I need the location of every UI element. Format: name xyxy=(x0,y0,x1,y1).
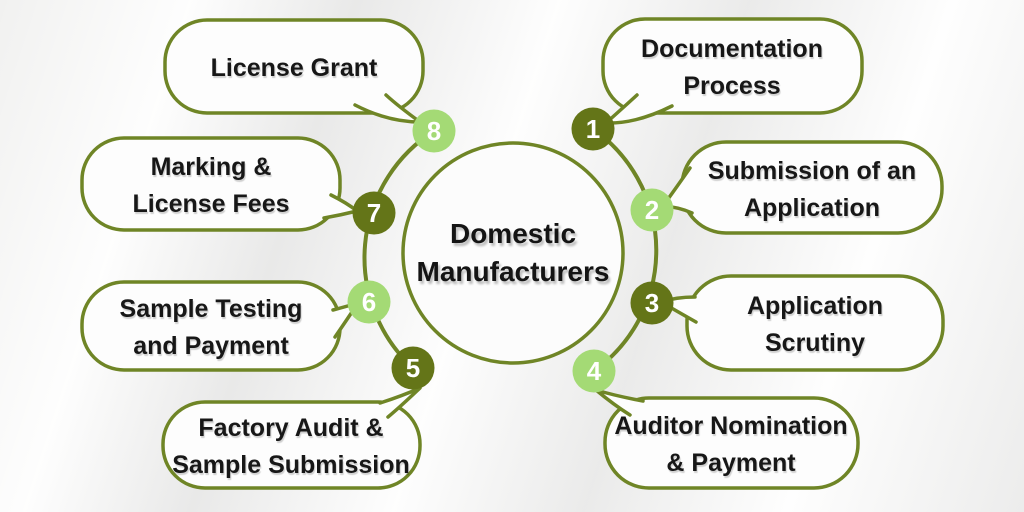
step-number-badges: 1 2 3 4 5 6 7 8 xyxy=(347,107,674,393)
step-8-label-line1: License Grant xyxy=(211,54,378,82)
center-title-line1: Domestic xyxy=(450,218,576,249)
step-5-number: 5 xyxy=(406,353,420,383)
step-2-label-line2: Application xyxy=(744,194,880,222)
step-3-number-circle xyxy=(630,281,674,325)
step-8: License Grant xyxy=(163,18,425,124)
step-7-label-line2: License Fees xyxy=(132,190,289,218)
step-3-number: 3 xyxy=(645,288,659,318)
step-3-label-line1: Application xyxy=(747,292,883,320)
step-4-bubble xyxy=(603,396,860,490)
step-4-label-line2: & Payment xyxy=(666,449,796,477)
step-6: Sample Testing and Payment xyxy=(80,280,360,372)
step-8-number: 8 xyxy=(427,116,441,146)
step-8-number-circle xyxy=(412,109,456,153)
step-5: Factory Audit & Sample Submission xyxy=(161,386,422,490)
step-3-bubble xyxy=(685,274,945,372)
step-1-number-circle xyxy=(571,107,615,151)
step-3-label-line2: Scrutiny xyxy=(765,329,865,357)
step-1-label-line2: Process xyxy=(683,72,780,100)
step-2: Submission of an Application xyxy=(661,140,944,235)
step-6-label-line1: Sample Testing xyxy=(120,295,303,323)
step-1: Documentation Process xyxy=(601,17,864,125)
step-6-label-line2: and Payment xyxy=(133,332,289,360)
step-5-number-circle xyxy=(391,346,435,390)
ring-arc-left xyxy=(362,129,436,370)
step-7-number: 7 xyxy=(367,198,381,228)
step-5-label-line1: Factory Audit & xyxy=(198,414,383,442)
step-1-label-line1: Documentation xyxy=(641,35,823,63)
step-7-bubble xyxy=(80,136,342,232)
step-4: Auditor Nomination & Payment xyxy=(594,388,860,490)
step-3: Application Scrutiny xyxy=(659,274,945,372)
step-4-number-circle xyxy=(572,349,616,393)
step-4-number: 4 xyxy=(587,356,602,386)
step-2-number: 2 xyxy=(645,195,659,225)
ring-arc-right xyxy=(591,127,659,373)
center-circle xyxy=(401,141,625,365)
step-6-number: 6 xyxy=(362,287,376,317)
step-5-label-line2: Sample Submission xyxy=(172,451,410,479)
step-6-number-circle xyxy=(347,280,391,324)
step-7-label-line1: Marking & xyxy=(151,153,272,181)
step-4-label-line1: Auditor Nomination xyxy=(614,412,847,440)
step-1-number: 1 xyxy=(586,114,600,144)
step-2-label-line1: Submission of an xyxy=(708,157,916,185)
step-2-number-circle xyxy=(630,188,674,232)
step-7-number-circle xyxy=(352,191,396,235)
center-title-line2: Manufacturers xyxy=(417,256,610,287)
step-7: Marking & License Fees xyxy=(80,136,359,232)
step-8-bubble xyxy=(163,18,425,115)
step-1-bubble xyxy=(601,17,864,115)
step-5-bubble xyxy=(161,400,422,490)
